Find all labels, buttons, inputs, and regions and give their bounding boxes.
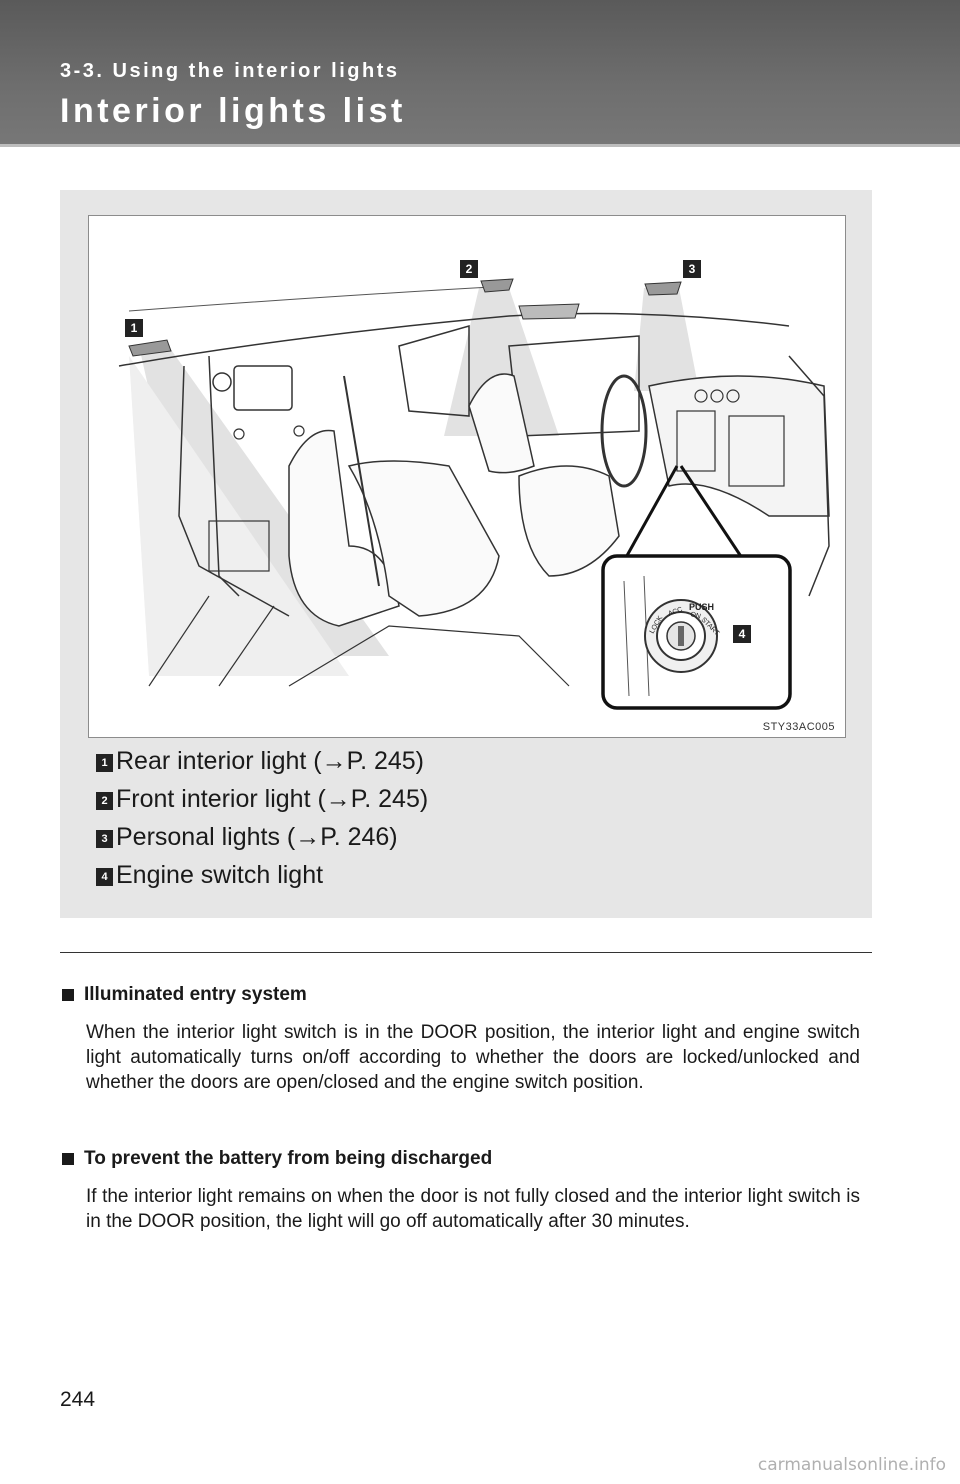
switch-label-push: PUSH	[689, 602, 714, 612]
legend-item: 3 Personal lights (→P. 246)	[96, 818, 428, 856]
legend: 1 Rear interior light (→P. 245) 2 Front …	[96, 742, 428, 894]
legend-text: Rear interior light (→P. 245)	[116, 746, 425, 775]
switch-label-on: ON	[689, 611, 701, 620]
legend-number: 2	[96, 791, 113, 810]
legend-text: Front interior light (→P. 245)	[116, 784, 429, 813]
page-number: 244	[60, 1388, 96, 1411]
callout-2: 2	[460, 260, 478, 278]
interior-illustration: PUSH LOCK ACC ON START 1 2 3 4 STY33AC00…	[88, 215, 846, 738]
legend-item: 4 Engine switch light	[96, 856, 428, 894]
note-body: When the interior light switch is in the…	[86, 1022, 860, 1093]
note-heading-text: To prevent the battery from being discha…	[84, 1148, 493, 1169]
page-header: 3-3. Using the interior lights Interior …	[0, 0, 960, 147]
legend-number: 4	[96, 867, 113, 886]
legend-number: 1	[96, 753, 113, 772]
section-label: 3-3. Using the interior lights	[60, 60, 400, 82]
square-bullet-icon	[62, 1153, 74, 1165]
legend-text: Personal lights (→P. 246)	[116, 822, 398, 851]
note-body: If the interior light remains on when th…	[86, 1186, 860, 1232]
callout-4: 4	[733, 625, 751, 643]
watermark: carmanualsonline.info	[757, 1455, 946, 1475]
legend-text: Engine switch light	[116, 860, 324, 889]
callout-1: 1	[125, 319, 143, 337]
legend-item: 1 Rear interior light (→P. 245)	[96, 742, 428, 780]
note-heading: To prevent the battery from being discha…	[62, 1148, 860, 1170]
note-heading-text: Illuminated entry system	[84, 984, 307, 1005]
switch-label-acc: ACC	[667, 606, 683, 618]
note-battery: To prevent the battery from being discha…	[62, 1148, 860, 1234]
figure-id: STY33AC005	[762, 721, 835, 733]
square-bullet-icon	[62, 989, 74, 1001]
note-heading: Illuminated entry system	[62, 984, 860, 1006]
legend-item: 2 Front interior light (→P. 245)	[96, 780, 428, 818]
page-title: Interior lights list	[60, 92, 406, 130]
callout-3: 3	[683, 260, 701, 278]
note-illuminated-entry: Illuminated entry system When the interi…	[62, 984, 860, 1095]
legend-number: 3	[96, 829, 113, 848]
divider	[60, 952, 872, 953]
vehicle-interior-drawing: PUSH LOCK ACC ON START	[118, 278, 830, 710]
